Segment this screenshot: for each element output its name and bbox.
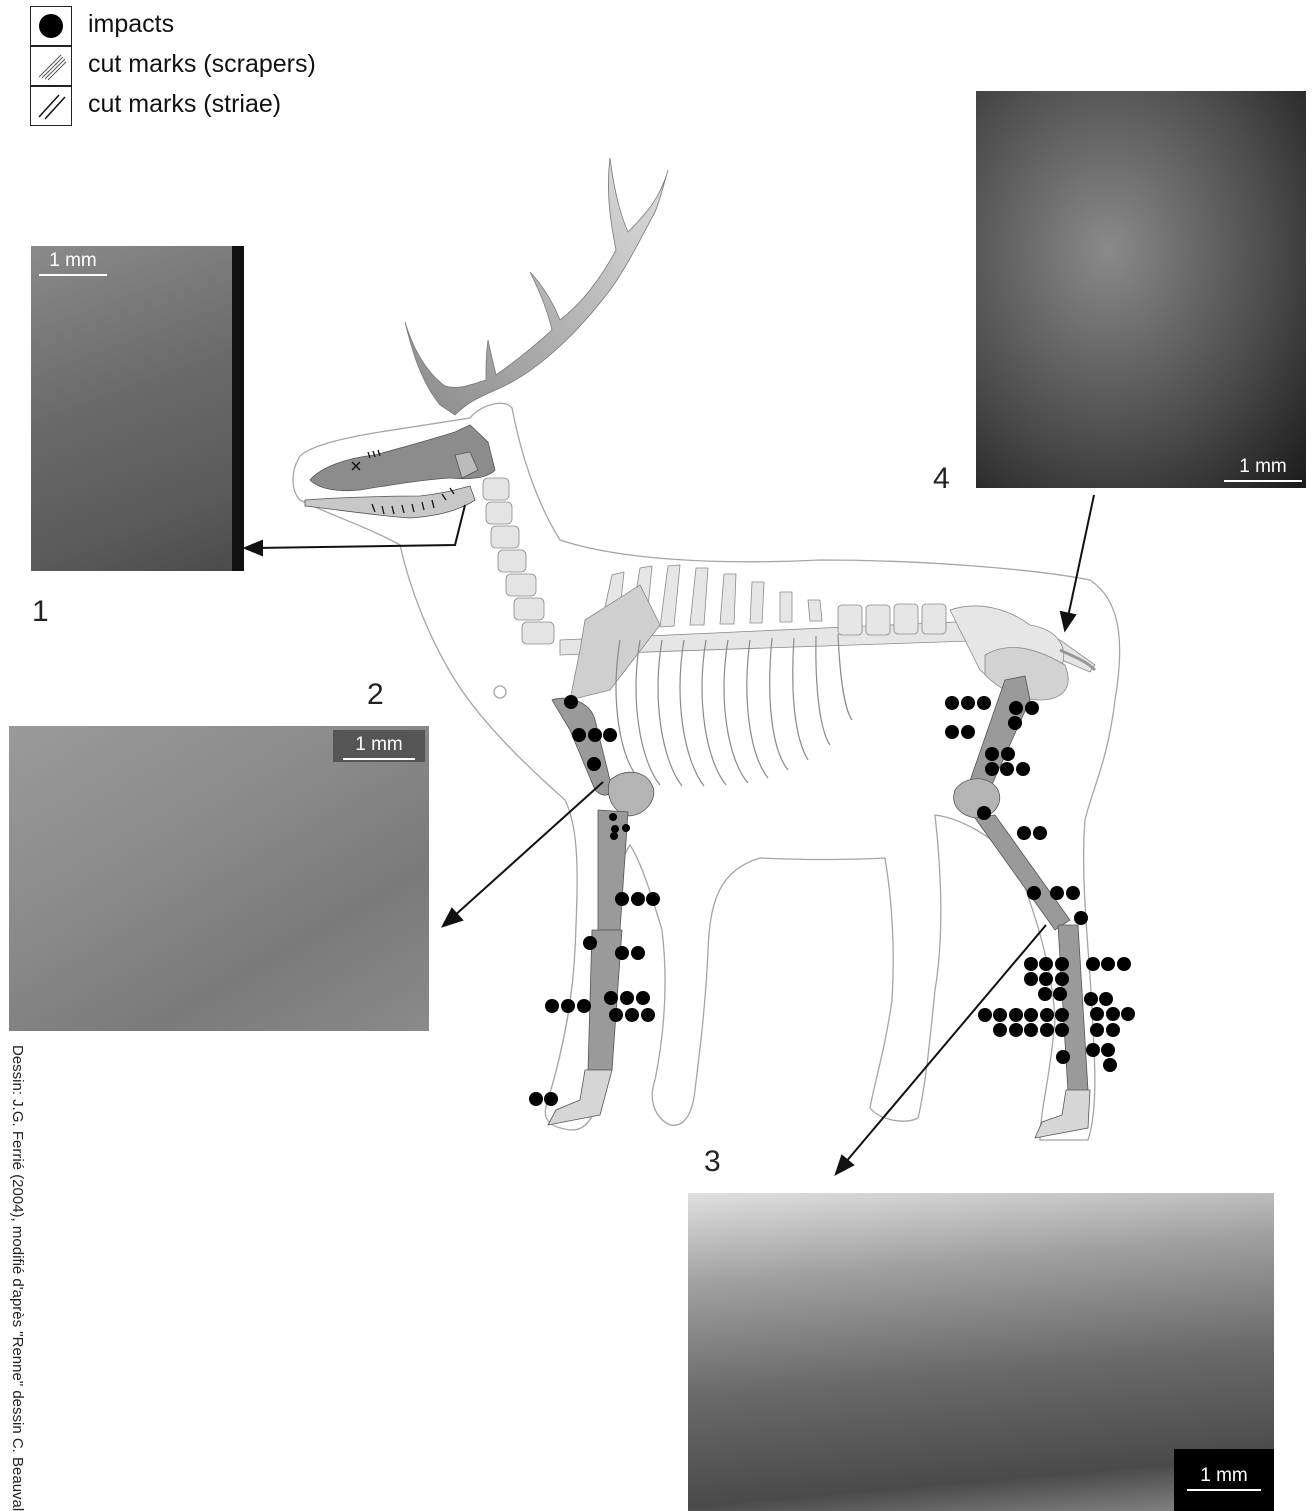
- scale-bar: 1 mm: [39, 250, 107, 276]
- scale-bar: 1 mm: [1174, 1449, 1274, 1511]
- scale-label: 1 mm: [355, 734, 403, 755]
- skull: [305, 425, 495, 518]
- photo-3: 1 mm: [688, 1193, 1274, 1511]
- photo-2: 1 mm: [9, 726, 429, 1031]
- front-leg-bones: [548, 698, 654, 1125]
- panel-number-1: 1: [32, 595, 49, 629]
- scale-bar: 1 mm: [1224, 456, 1302, 482]
- panel-number-2: 2: [367, 678, 384, 712]
- scale-label: 1 mm: [1200, 1465, 1248, 1486]
- panel-number-3: 3: [704, 1145, 721, 1179]
- antler: [405, 158, 668, 415]
- scale-bar: 1 mm: [333, 730, 425, 762]
- photo-4: 1 mm: [976, 91, 1306, 488]
- scapula: [570, 585, 660, 700]
- cervical-vertebrae: [483, 478, 554, 644]
- ribcage: [616, 634, 852, 786]
- scale-label: 1 mm: [49, 250, 97, 271]
- hind-leg-bones: [954, 676, 1090, 1138]
- credit-text: Dessin: J.G. Ferrié (2004), modifié d'ap…: [9, 1045, 26, 1511]
- drawing-credit: Dessin: J.G. Ferrié (2004), modifié d'ap…: [4, 1045, 28, 1475]
- photo-1: 1 mm: [31, 246, 244, 571]
- scale-label: 1 mm: [1239, 456, 1287, 477]
- panel-number-4: 4: [933, 462, 950, 496]
